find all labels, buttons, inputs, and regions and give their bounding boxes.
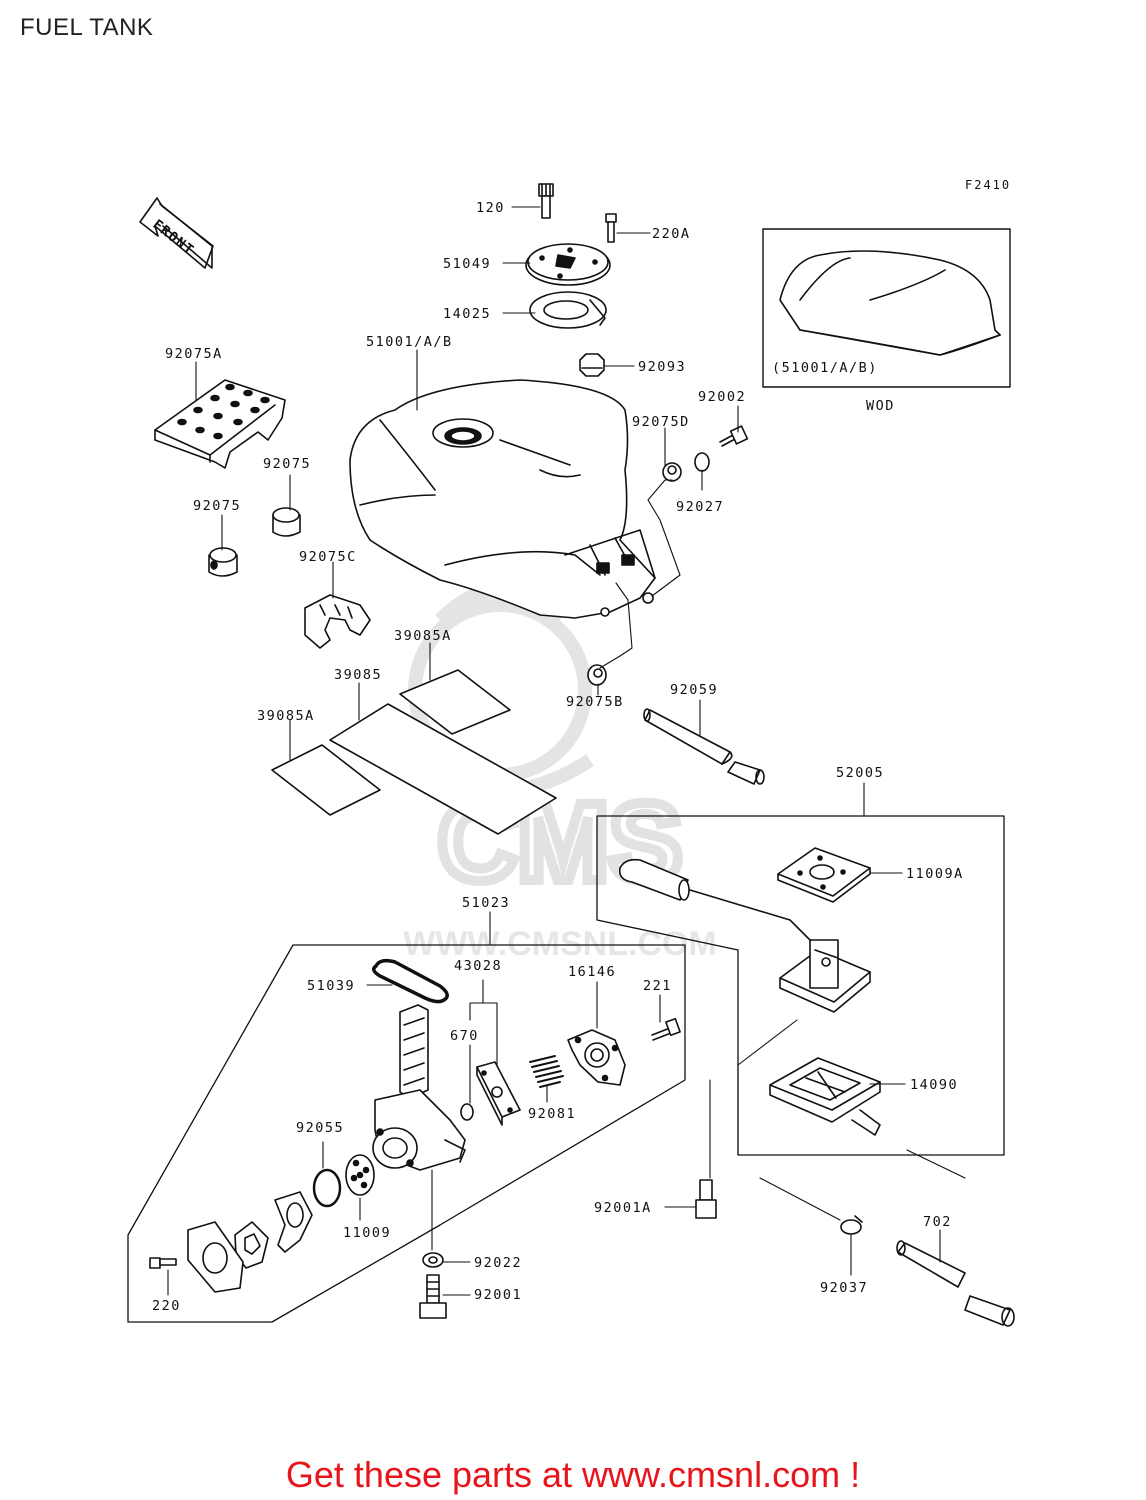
hose-92059-icon — [643, 708, 765, 785]
bracket-92075a-icon — [154, 379, 286, 469]
part-label-92055: 92055 — [296, 1120, 344, 1136]
clip-92075c-icon — [304, 594, 371, 649]
part-label-220: 220 — [152, 1298, 181, 1314]
part-label-92001: 92001 — [474, 1287, 522, 1303]
diaphragm-43028-icon — [476, 1061, 521, 1126]
cover-16146-icon — [567, 1029, 626, 1086]
bolt-92002-icon — [719, 425, 749, 447]
pad-39085a-lower-icon — [271, 744, 381, 816]
part-label-92075a: 92075A — [165, 346, 223, 362]
part-label-92075-lower: 92075 — [193, 498, 241, 514]
spacer-92027-icon — [694, 452, 710, 472]
part-label-220a: 220A — [652, 226, 691, 242]
grommet-92075d-icon — [662, 462, 682, 482]
filler-cap-51049-icon — [525, 243, 611, 286]
screw-220a-icon — [605, 213, 617, 243]
part-label-52005: 52005 — [836, 765, 884, 781]
spring-92081-icon — [529, 1055, 564, 1088]
part-label-51001: 51001/A/B — [366, 334, 453, 350]
part-label-92075c: 92075C — [299, 549, 357, 565]
part-label-92075b: 92075B — [566, 694, 624, 710]
footer-link-text[interactable]: Get these parts at www.cmsnl.com ! — [285, 1454, 861, 1495]
washer-92022-icon — [422, 1252, 444, 1268]
part-label-14090: 14090 — [910, 1077, 958, 1093]
bolt-120-icon — [538, 183, 554, 219]
bolt-92001-icon — [419, 1274, 447, 1319]
filter-11009-icon — [345, 1154, 375, 1196]
fuel-sender-float-icon — [618, 858, 813, 961]
gasket-11009a-icon — [777, 847, 871, 903]
screw-220-icon — [149, 1257, 177, 1269]
part-label-39085a-upper: 39085A — [394, 628, 452, 644]
figure-code: F2410 — [965, 178, 1012, 192]
fuel-sender-unit-icon — [779, 939, 871, 1013]
part-label-51023: 51023 — [462, 895, 510, 911]
front-arrow-icon — [139, 197, 214, 269]
grommet-92075b-icon — [587, 664, 607, 686]
part-label-11009: 11009 — [343, 1225, 391, 1241]
part-label-92075-upper: 92075 — [263, 456, 311, 472]
ring-14025-icon — [529, 291, 607, 329]
inset-caption: WOD — [866, 398, 895, 414]
fuel-cock-icon — [372, 1004, 466, 1171]
part-label-92037: 92037 — [820, 1280, 868, 1296]
fuel-tank-51001-icon — [349, 379, 656, 619]
leader-lines — [167, 206, 966, 1296]
part-label-92001a: 92001A — [594, 1200, 652, 1216]
part-label-221: 221 — [643, 978, 672, 994]
part-label-39085: 39085 — [334, 667, 382, 683]
screw-221-icon — [651, 1017, 681, 1041]
gasket-plate-icon — [187, 1221, 244, 1293]
grommet-92075-icon — [272, 507, 301, 537]
part-label-39085a-lower: 39085A — [257, 708, 315, 724]
part-label-14025: 14025 — [443, 306, 491, 322]
part-label-92002: 92002 — [698, 389, 746, 405]
part-label-92075d: 92075D — [632, 414, 690, 430]
footer-banner[interactable]: Get these parts at www.cmsnl.com ! — [0, 1454, 1146, 1496]
grommet-92075-lower-icon — [208, 547, 238, 577]
part-labels: 120 220A 51049 14025 92093 92075A 51001/… — [152, 200, 964, 1314]
part-label-92081: 92081 — [528, 1106, 576, 1122]
filter-cup-icon — [274, 1191, 313, 1253]
part-label-92022: 92022 — [474, 1255, 522, 1271]
nut-92093-icon — [579, 353, 605, 377]
part-label-92027: 92027 — [676, 499, 724, 515]
part-label-120: 120 — [476, 200, 505, 216]
part-label-51039: 51039 — [307, 978, 355, 994]
bolt-92001a-icon — [695, 1179, 717, 1219]
page-title: FUEL TANK — [20, 14, 154, 41]
part-label-43028: 43028 — [454, 958, 502, 974]
part-label-51049: 51049 — [443, 256, 491, 272]
hose-702-icon — [896, 1240, 1015, 1327]
part-label-16146: 16146 — [568, 964, 616, 980]
clamp-92037-icon — [840, 1215, 863, 1235]
group-51023-outline — [127, 944, 686, 1323]
part-label-92093: 92093 — [638, 359, 686, 375]
part-label-11009a: 11009A — [906, 866, 964, 882]
pad-39085-icon — [329, 703, 557, 835]
part-label-670: 670 — [450, 1028, 479, 1044]
part-label-702: 702 — [923, 1214, 952, 1230]
pad-39085a-upper-icon — [399, 669, 511, 735]
inset-part-label: (51001/A/B) — [772, 360, 878, 376]
filter-14090-icon — [769, 1057, 881, 1136]
watermark-url-text: WWW.CMSNL.COM — [403, 925, 717, 963]
oring-92055-icon — [312, 1168, 342, 1208]
inset-panel — [762, 228, 1011, 388]
oring-670-icon — [460, 1103, 474, 1121]
oring-51039-icon — [372, 958, 449, 1004]
part-label-92059: 92059 — [670, 682, 718, 698]
